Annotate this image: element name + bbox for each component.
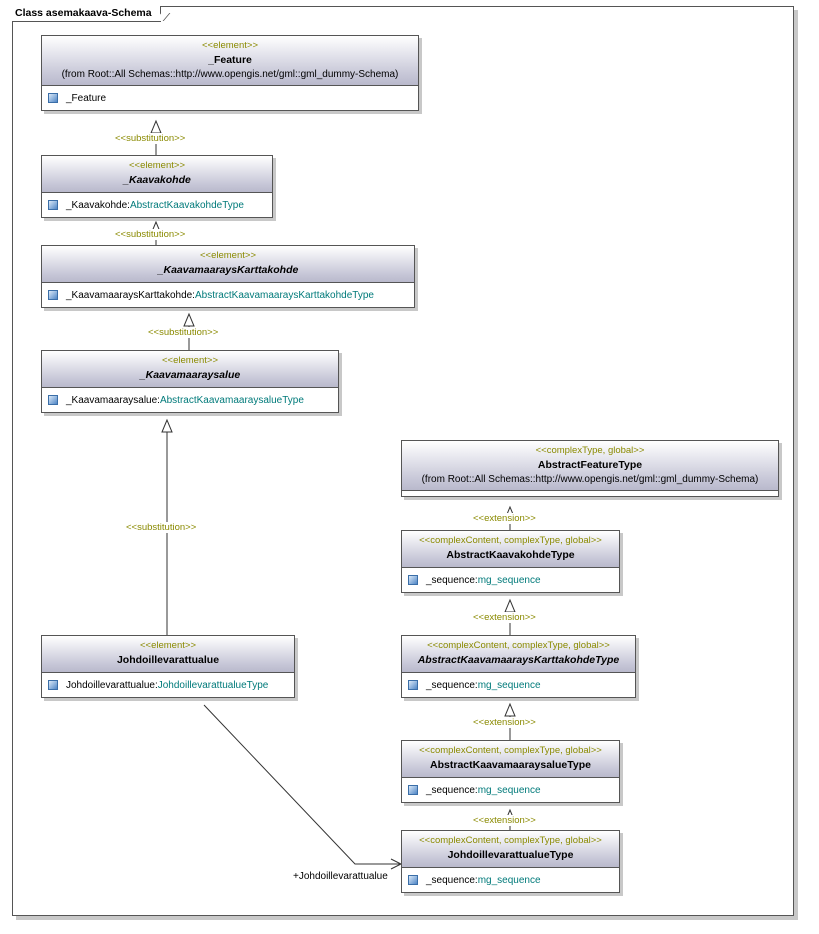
class-header: <<complexContent, complexType, global>> … [402,741,619,778]
substitution-label-2: <<substitution>> [115,229,186,240]
stereotype-label: <<element>> [202,40,258,51]
attribute-icon [408,575,418,585]
stereotype-label: <<element>> [129,160,185,171]
attribute-name: _sequence: [426,784,478,796]
class-name: AbstractKaavamaaraysalueType [430,759,591,771]
attribute-icon [48,93,58,103]
class-name: Johdoillevarattualue [116,654,220,666]
stereotype-label: <<element>> [200,250,256,261]
attribute-name: _Kaavamaaraysalue: [66,394,160,406]
class-johdoillevarattualue-type[interactable]: <<complexContent, complexType, global>> … [401,830,620,893]
class-name: _Kaavakohde [123,174,191,186]
attribute-row[interactable]: _sequence:mg_sequence [408,572,613,588]
substitution-label-1: <<substitution>> [115,133,186,144]
class-johdoillevarattualue[interactable]: <<element>> Johdoillevarattualue Johdoil… [41,635,295,698]
attribute-type: mg_sequence [477,784,541,796]
attribute-row[interactable]: Johdoillevarattualue:Johdoillevarattualu… [48,677,288,693]
stereotype-label: <<element>> [140,640,196,651]
extension-label-1: <<extension>> [473,513,536,524]
class-header: <<element>> _Kaavamaaraysalue [42,351,338,388]
extension-label-2: <<extension>> [473,612,536,623]
attribute-type: mg_sequence [477,679,541,691]
substitution-arrowhead-3 [183,312,195,327]
class-feature[interactable]: <<element>> _Feature (from Root::All Sch… [41,35,419,111]
class-name: _Kaavamaaraysalue [139,369,241,381]
attribute-type: AbstractKaavakohdeType [129,199,244,211]
attribute-row[interactable]: _sequence:mg_sequence [408,872,613,888]
attribute-type: AbstractKaavamaaraysalueType [159,394,304,406]
class-name: AbstractKaavamaaraysKarttakohdeType [417,654,620,666]
class-header: <<complexContent, complexType, global>> … [402,831,619,868]
attribute-icon [48,395,58,405]
attribute-type: JohdoillevarattualueType [157,679,269,691]
attribute-name: Johdoillevarattualue: [66,679,158,691]
attribute-row[interactable]: _Kaavamaaraysalue:AbstractKaavamaaraysal… [48,392,332,408]
attribute-icon [48,290,58,300]
class-origin: (from Root::All Schemas::http://www.open… [421,474,759,485]
stereotype-label: <<complexContent, complexType, global>> [419,835,602,846]
attribute-icon [408,875,418,885]
stereotype-label: <<complexContent, complexType, global>> [419,745,602,756]
attribute-icon [408,785,418,795]
class-name: JohdoillevarattualueType [447,849,574,861]
association-role-label: +Johdoillevarattualue [293,871,388,882]
class-header: <<element>> _KaavamaaraysKarttakohde [42,246,414,283]
class-abstract-feature-type[interactable]: <<complexType, global>> AbstractFeatureT… [401,440,779,497]
attribute-row[interactable]: _KaavamaaraysKarttakohde:AbstractKaavama… [48,287,408,303]
diagram-frame-title: Class asemakaava-Schema [12,6,161,22]
class-name: AbstractFeatureType [537,459,643,471]
class-kaavakohde[interactable]: <<element>> _Kaavakohde _Kaavakohde:Abst… [41,155,273,218]
extension-arrowhead-2 [504,598,516,613]
class-kaavamaaraysalue[interactable]: <<element>> _Kaavamaaraysalue _Kaavamaar… [41,350,339,413]
attribute-name: _Feature [66,92,107,104]
attribute-row[interactable]: _sequence:mg_sequence [408,677,629,693]
substitution-arrowhead-4 [161,418,173,433]
attribute-row[interactable]: _sequence:mg_sequence [408,782,613,798]
class-kaavamaarays-karttakohde[interactable]: <<element>> _KaavamaaraysKarttakohde _Ka… [41,245,415,308]
class-abstract-karttakohde-type[interactable]: <<complexContent, complexType, global>> … [401,635,636,698]
stereotype-label: <<complexType, global>> [535,445,645,456]
attribute-name: _sequence: [426,874,478,886]
stereotype-label: <<complexContent, complexType, global>> [427,640,610,651]
substitution-arrowhead-1 [150,119,162,134]
class-header: <<element>> _Feature (from Root::All Sch… [42,36,418,86]
attribute-icon [408,680,418,690]
empty-compartment [402,490,778,496]
stereotype-label: <<element>> [162,355,218,366]
attribute-row[interactable]: _Kaavakohde:AbstractKaavakohdeType [48,197,266,213]
class-name: AbstractKaavakohdeType [446,549,575,561]
class-origin: (from Root::All Schemas::http://www.open… [61,69,399,80]
attribute-type: mg_sequence [477,574,541,586]
attribute-name: _Kaavakohde: [66,199,130,211]
extension-label-3: <<extension>> [473,717,536,728]
attribute-row[interactable]: _Feature [48,90,412,106]
class-header: <<complexContent, complexType, global>> … [402,636,635,673]
attribute-type: mg_sequence [477,874,541,886]
association-link[interactable] [203,704,401,865]
class-header: <<element>> Johdoillevarattualue [42,636,294,673]
class-abstract-kaavamaaraysalue-type[interactable]: <<complexContent, complexType, global>> … [401,740,620,803]
class-name: _KaavamaaraysKarttakohde [157,264,299,276]
attribute-icon [48,200,58,210]
class-abstract-kaavakohde-type[interactable]: <<complexContent, complexType, global>> … [401,530,620,593]
stereotype-label: <<complexContent, complexType, global>> [419,535,602,546]
class-header: <<element>> _Kaavakohde [42,156,272,193]
substitution-label-3: <<substitution>> [148,327,219,338]
attribute-icon [48,680,58,690]
attribute-type: AbstractKaavamaaraysKarttakohdeType [194,289,374,301]
attribute-name: _sequence: [426,679,478,691]
class-header: <<complexContent, complexType, global>> … [402,531,619,568]
class-name: _Feature [208,54,252,66]
substitution-label-4: <<substitution>> [126,522,197,533]
class-header: <<complexType, global>> AbstractFeatureT… [402,441,778,490]
extension-arrowhead-3 [504,702,516,717]
extension-label-4: <<extension>> [473,815,536,826]
attribute-name: _KaavamaaraysKarttakohde: [66,289,195,301]
attribute-name: _sequence: [426,574,478,586]
